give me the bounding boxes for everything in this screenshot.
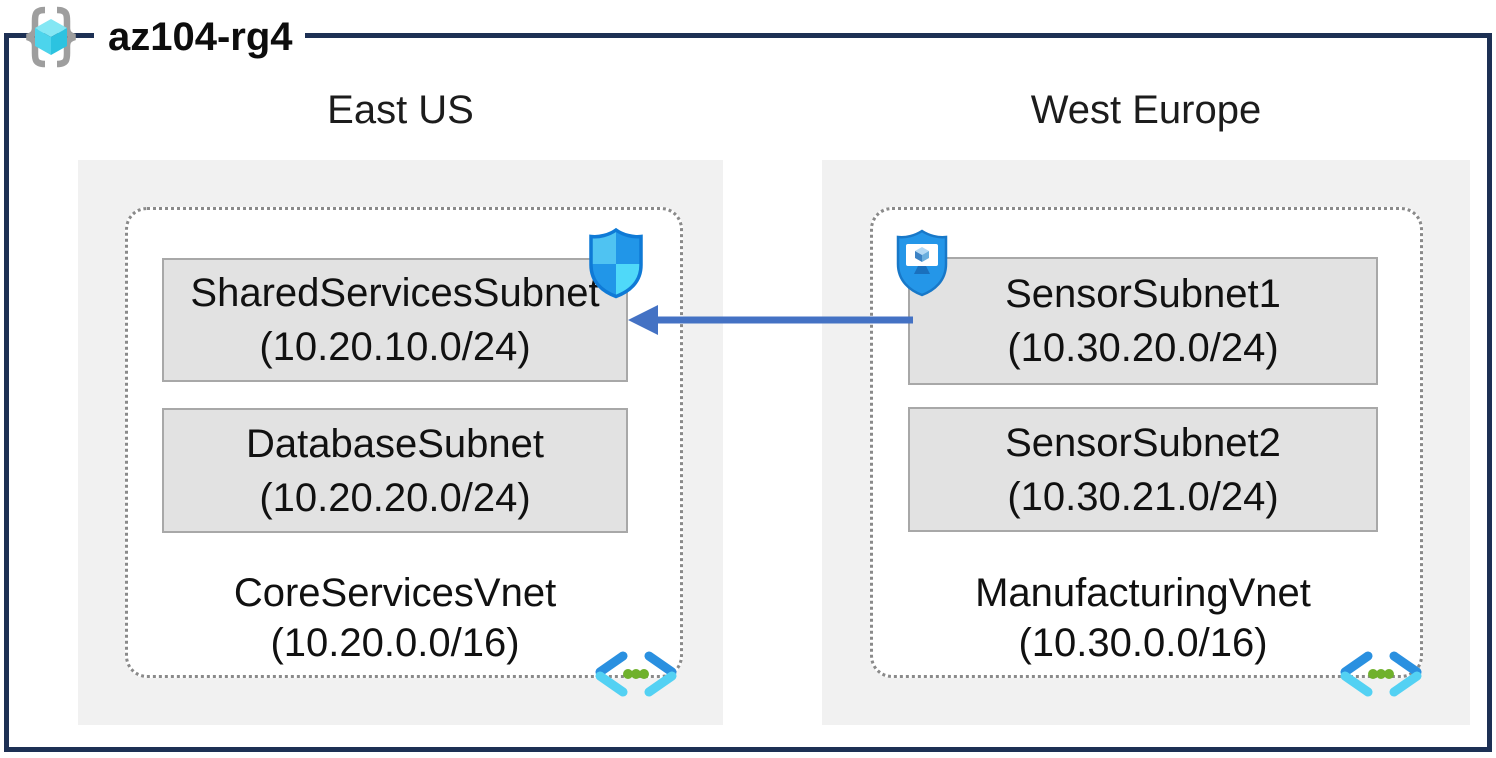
subnet-cidr: (10.20.20.0/24) [259,475,531,520]
nsg-shield-icon [587,227,645,304]
asg-shield-icon [894,228,950,303]
peering-arrow [628,298,913,347]
subnet-name: SensorSubnet2 [1005,420,1281,465]
region-label-west-europe: West Europe [1030,88,1262,132]
subnet-sharedservices: SharedServicesSubnet (10.20.10.0/24) [162,258,628,382]
vnet-cidr: (10.20.0.0/16) [270,621,520,665]
resource-group-frame [4,33,1492,752]
vnet-cidr: (10.30.0.0/16) [1018,621,1268,665]
subnet-cidr: (10.20.10.0/24) [259,325,531,369]
virtual-network-icon [592,651,680,702]
vnet-coreservices-caption: CoreServicesVnet (10.20.0.0/16) [162,568,628,668]
subnet-name: SensorSubnet1 [1005,272,1281,316]
subnet-name: SharedServicesSubnet [190,271,600,315]
subnet-sensor1: SensorSubnet1 (10.30.20.0/24) [908,257,1378,385]
virtual-network-icon [1337,651,1425,702]
resource-group-icon [14,5,88,69]
vnet-manufacturing-caption: ManufacturingVnet (10.30.0.0/16) [908,568,1378,668]
resource-group-name: az104-rg4 [94,5,305,69]
subnet-cidr: (10.30.21.0/24) [1007,474,1279,519]
subnet-name: DatabaseSubnet [245,421,544,466]
subnet-sensor2: SensorSubnet2 (10.30.21.0/24) [908,407,1378,532]
subnet-cidr: (10.30.20.0/24) [1007,326,1279,370]
vnet-name: ManufacturingVnet [975,571,1311,615]
subnet-database: DatabaseSubnet (10.20.20.0/24) [162,408,628,533]
vnet-name: CoreServicesVnet [233,571,557,615]
region-label-east-us: East US [327,88,474,132]
resource-group-label: az104-rg4 [14,5,305,69]
